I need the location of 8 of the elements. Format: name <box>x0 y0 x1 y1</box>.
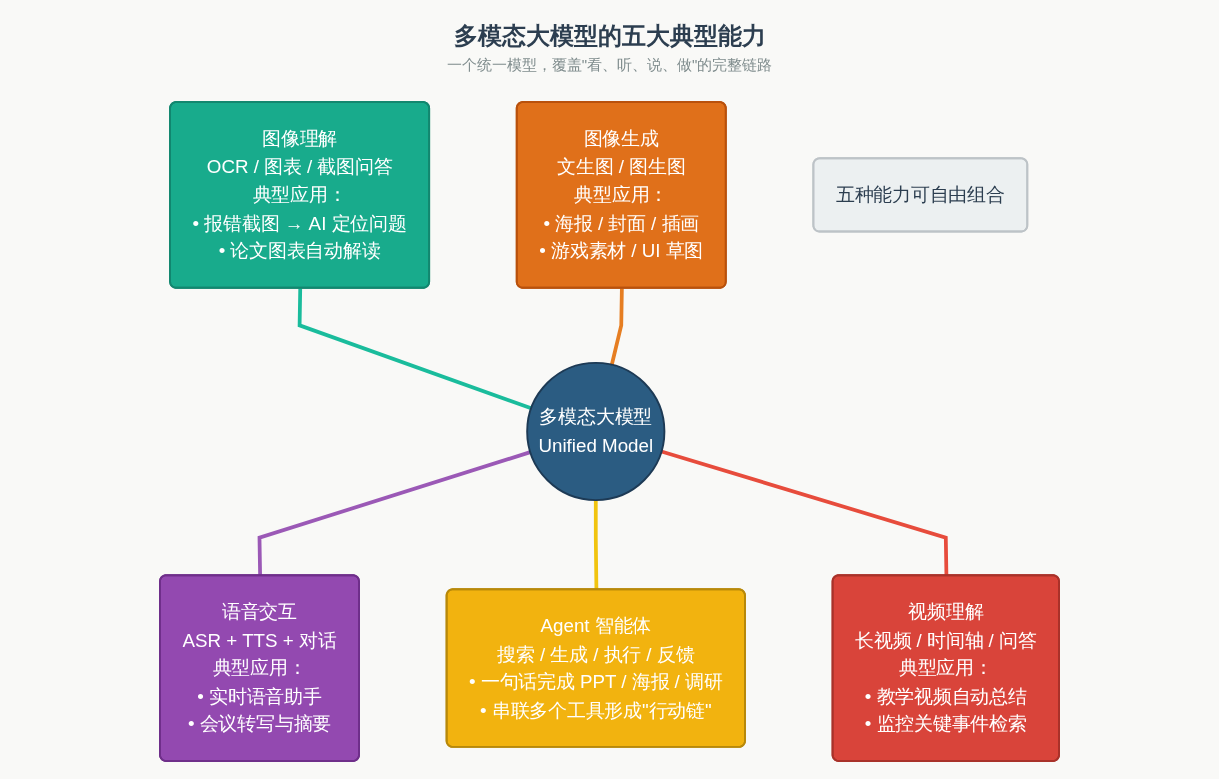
connector <box>297 288 532 411</box>
connector <box>609 288 624 366</box>
diagram-title: 多模态大模型的五大典型能力 <box>453 21 766 51</box>
connector <box>593 500 599 590</box>
connector <box>660 449 949 576</box>
subtitle-text: 一个统一模型，覆盖"看、听、说、做"的完整链路 <box>446 56 773 75</box>
connector <box>257 450 531 576</box>
node-circle: 多模态大模型 Unified Model <box>526 361 666 502</box>
